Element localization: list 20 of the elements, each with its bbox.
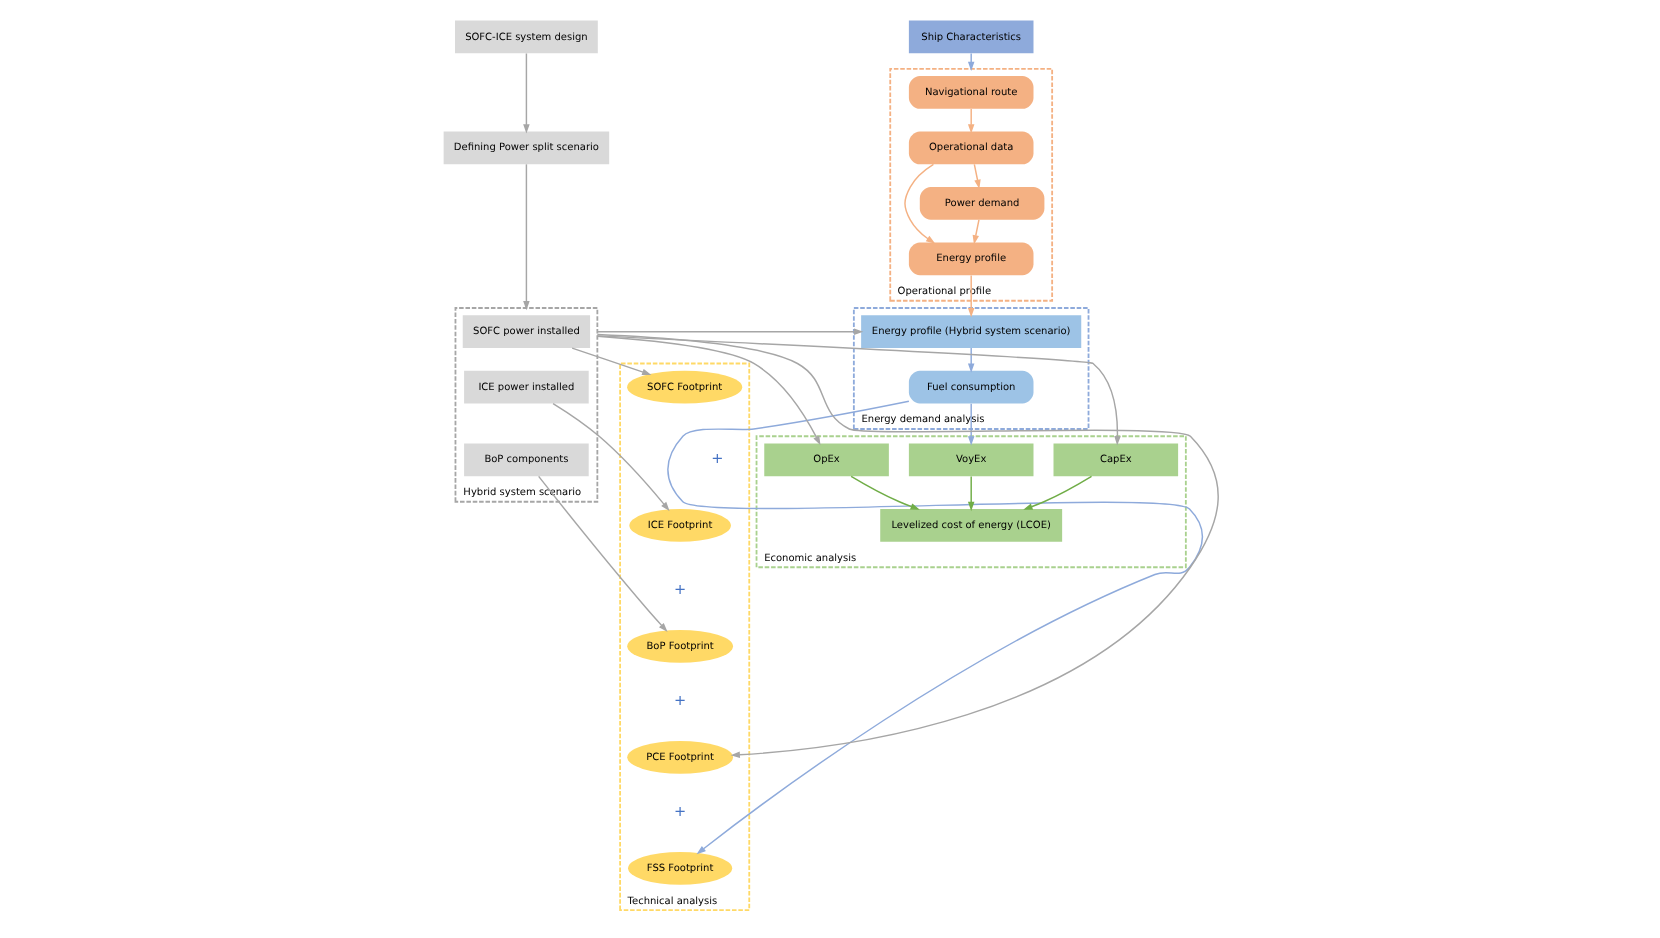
arrow: [966, 274, 974, 318]
arrow: [595, 333, 1218, 759]
arrow: [570, 347, 651, 376]
arrow: [1022, 475, 1092, 510]
arrow: [903, 163, 935, 244]
arrow: [595, 328, 863, 335]
arrow: [972, 163, 980, 189]
arrow: [966, 475, 974, 512]
arrow: [971, 219, 979, 245]
arrow: [966, 403, 974, 446]
arrow: [966, 108, 974, 134]
arrow: [966, 52, 974, 71]
arrow: [536, 475, 667, 632]
arrow: [551, 402, 669, 512]
arrow: [595, 335, 1120, 446]
arrow: [849, 475, 919, 510]
arrow: [666, 400, 1203, 855]
arrow: [522, 163, 529, 311]
arrow: [966, 347, 974, 373]
arrow: [522, 52, 529, 134]
